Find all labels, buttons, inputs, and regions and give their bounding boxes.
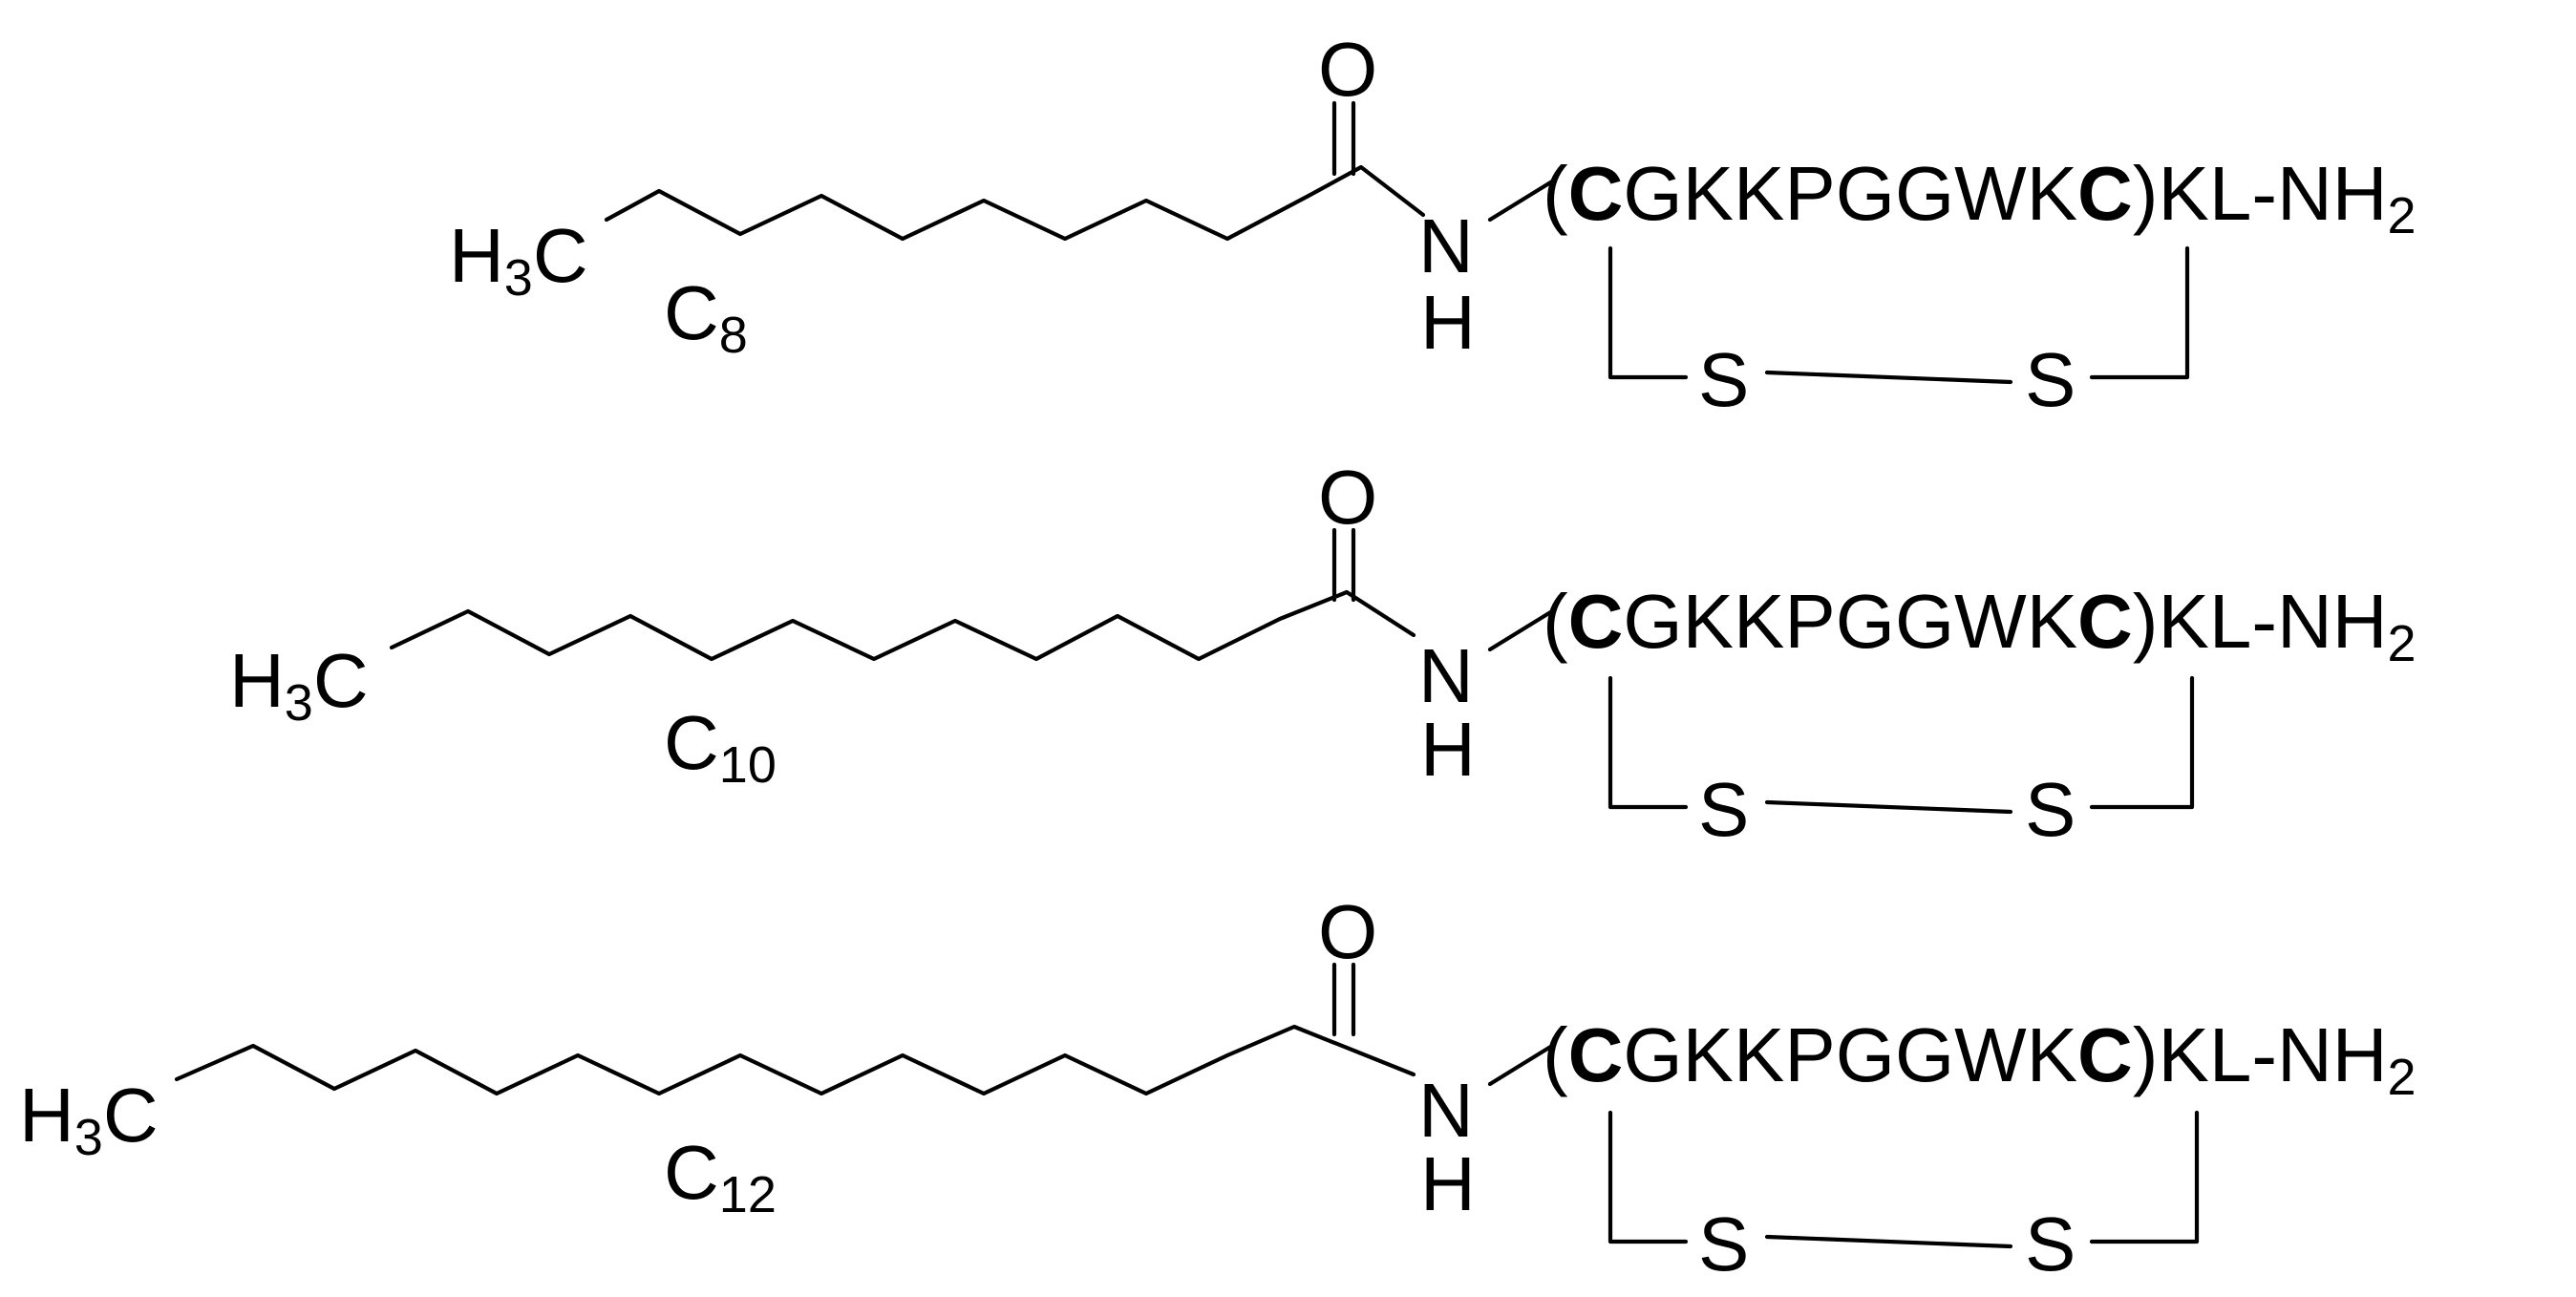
terminal-methyl: H3C [19,1073,159,1166]
disulfide-bridge-right [2089,245,2190,380]
chain-length-label: C12 [664,1130,777,1223]
amide-hydrogen: H [1420,707,1476,792]
s-s-bond [1764,1234,2013,1249]
sulfur-right: S [2025,767,2076,852]
sulfur-left: S [1698,337,1749,422]
disulfide-bridge [1607,245,1689,380]
alkyl-chain-bonds [174,1024,1416,1096]
carbonyl-oxygen: O [1318,455,1377,540]
terminal-methyl: H3C [229,638,369,732]
molecule-c8: H3C C8 O N H (CGKKPGGWKC)KL-NH2 S S [449,27,2416,422]
amide-to-peptide-bond [1487,1043,1555,1087]
sulfur-left: S [1698,1201,1749,1286]
disulfide-bridge [1607,1110,1689,1244]
carbonyl-oxygen: O [1318,27,1377,112]
chain-length-label: C10 [664,700,777,794]
molecule-c10: H3C C10 O N H (CGKKPGGWKC)KL-NH2 S S [229,455,2416,852]
disulfide-bridge-right [2089,675,2195,810]
sulfur-right: S [2025,337,2076,422]
amide-to-peptide-bond [1487,179,1555,223]
amide-to-peptide-bond [1487,608,1555,652]
carbonyl-oxygen: O [1318,889,1377,974]
amide-nitrogen: N [1418,203,1474,288]
sulfur-left: S [1698,767,1749,852]
amide-nitrogen: N [1418,633,1474,718]
alkyl-chain-bonds [604,164,1426,242]
peptide-sequence: (CGKKPGGWKC)KL-NH2 [1543,1012,2416,1106]
amide-nitrogen: N [1418,1068,1474,1153]
disulfide-bridge-right [2089,1110,2200,1244]
peptide-sequence: (CGKKPGGWKC)KL-NH2 [1543,151,2416,245]
amide-hydrogen: H [1420,280,1476,365]
alkyl-chain-bonds [389,589,1416,662]
chain-length-label: C8 [664,270,748,364]
molecule-c12: H3C C12 O N H (CGKKPGGWKC)KL-NH2 S S [19,889,2416,1286]
terminal-methyl: H3C [449,213,588,307]
s-s-bond [1764,370,2013,385]
peptide-sequence: (CGKKPGGWKC)KL-NH2 [1543,579,2416,672]
amide-hydrogen: H [1420,1141,1476,1226]
sulfur-right: S [2025,1201,2076,1286]
disulfide-bridge [1607,675,1689,810]
s-s-bond [1764,799,2013,815]
